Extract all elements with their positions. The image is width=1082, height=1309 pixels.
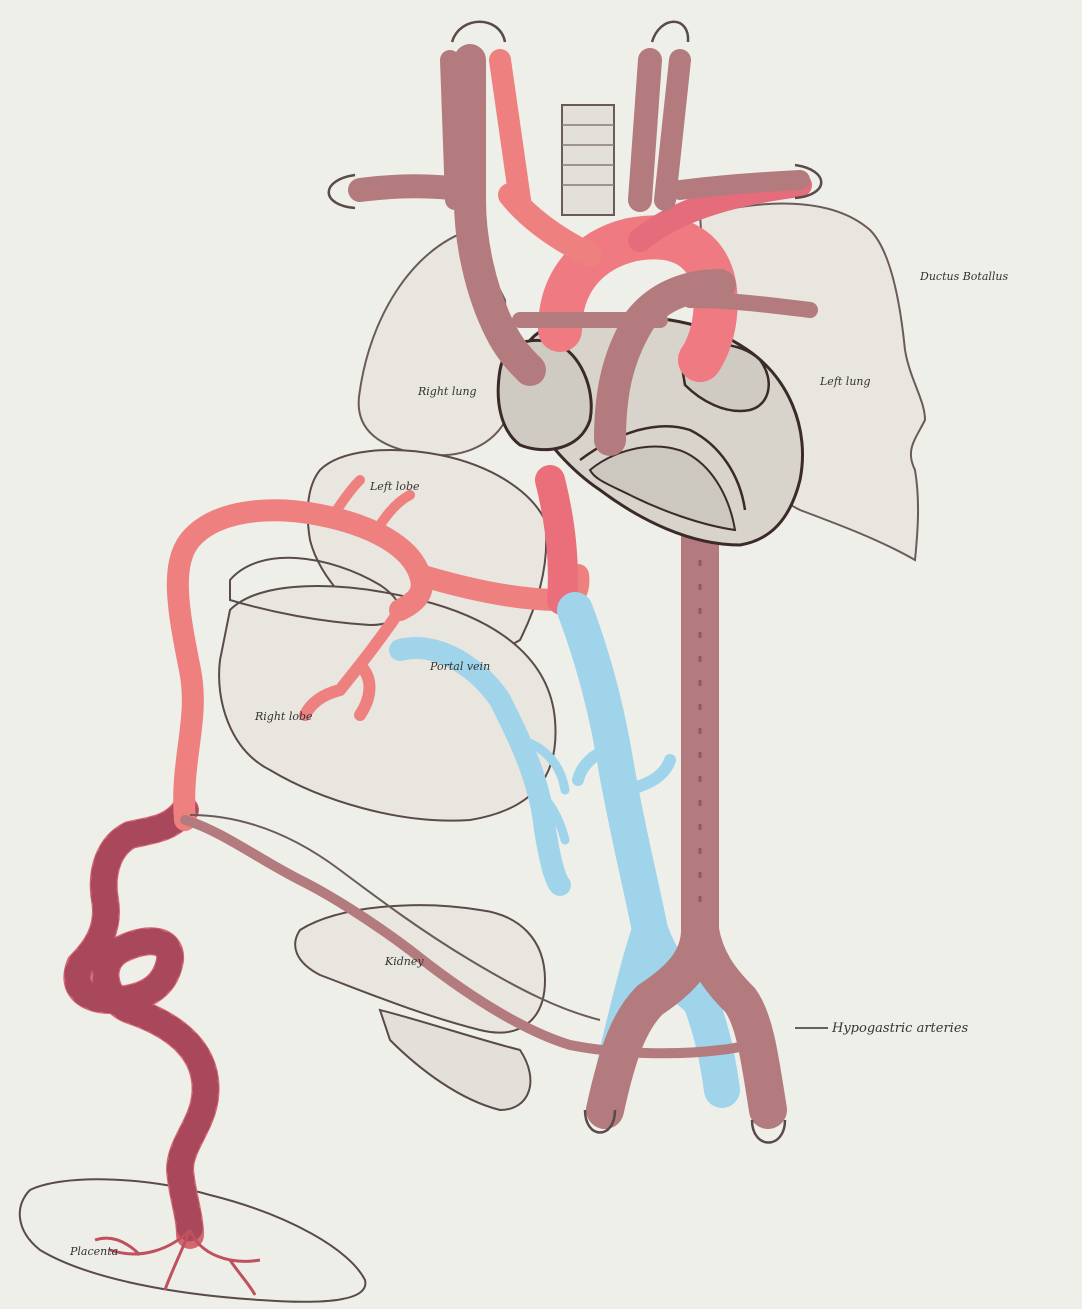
label-right-lung: Right lung (417, 385, 477, 398)
label-ductus-botallus: Ductus Botallus (919, 270, 1009, 283)
label-right-lobe: Right lobe (254, 710, 313, 723)
label-placenta: Placenta (69, 1245, 118, 1258)
label-hypogastric-arteries: Hypogastric arteries (831, 1021, 969, 1036)
loop-top-left (452, 22, 505, 42)
label-left-lung: Left lung (819, 375, 871, 388)
jugular-left (640, 60, 650, 200)
label-portal-vein: Portal vein (429, 660, 490, 673)
subclavian-veins-left (680, 180, 800, 190)
trachea (562, 105, 614, 215)
label-left-lobe: Left lobe (369, 480, 420, 493)
loop-top-right (652, 22, 688, 42)
umbilical-cord-twist (77, 810, 205, 1235)
inferior-vena-cava-upper (550, 480, 563, 600)
carotid-right (500, 60, 520, 200)
subclavian-veins-right (360, 186, 470, 190)
label-kidney: Kidney (384, 955, 424, 968)
carotid-left (665, 60, 680, 200)
